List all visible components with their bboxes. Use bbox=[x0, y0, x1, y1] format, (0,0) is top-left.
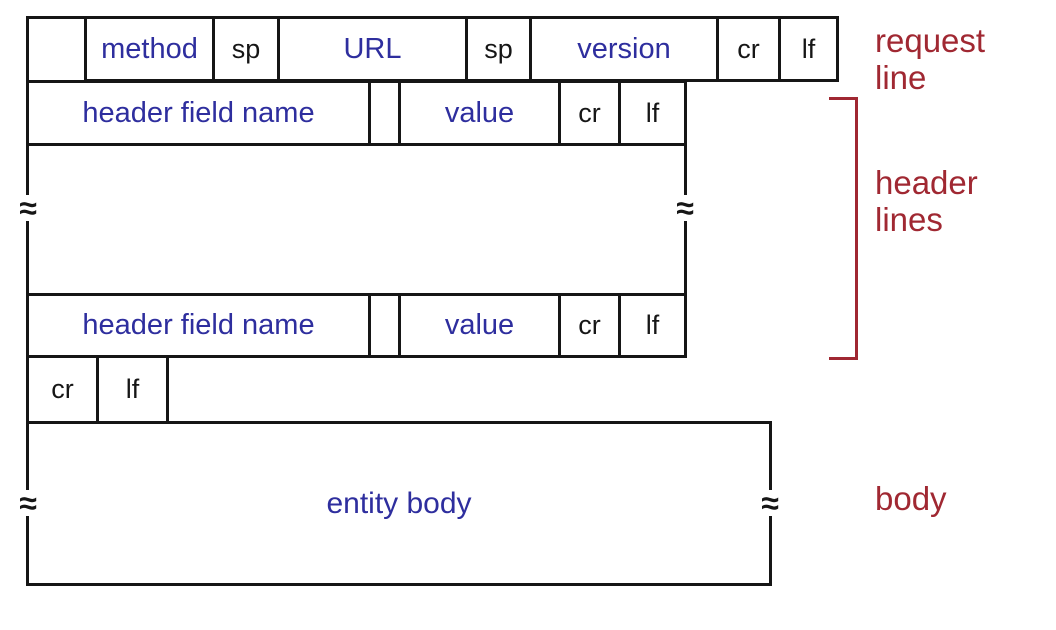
header-lines-annotation-line1: header bbox=[875, 164, 978, 201]
cell-lf-request: lf bbox=[778, 16, 839, 82]
header-lines-annotation: header lines bbox=[875, 164, 978, 238]
cell-lf-blank-line: lf bbox=[96, 355, 169, 424]
body-annotation: body bbox=[875, 480, 947, 517]
cell-header-field-name-2: header field name bbox=[26, 293, 371, 358]
cell-cr-blank-line: cr bbox=[26, 355, 99, 424]
cell-cr-header-1: cr bbox=[558, 80, 621, 146]
header-lines-annotation-line2: lines bbox=[875, 201, 943, 238]
header-lines-bracket-vertical bbox=[855, 97, 858, 360]
cell-value-1: value bbox=[398, 80, 561, 146]
cell-header-field-name-1: header field name bbox=[26, 80, 371, 146]
request-line-annotation: request line bbox=[875, 22, 985, 96]
cell-cr-request: cr bbox=[716, 16, 781, 82]
body-annotation-line1: body bbox=[875, 480, 947, 517]
cell-sp-2: sp bbox=[465, 16, 532, 82]
cell-header-separator-1 bbox=[368, 80, 401, 146]
request-line-annotation-line1: request bbox=[875, 22, 986, 59]
header-lines-continuation-box bbox=[26, 143, 687, 296]
cell-sp-1: sp bbox=[212, 16, 280, 82]
request-line-left-notch bbox=[26, 16, 87, 82]
break-mark-icon: ≈ bbox=[18, 190, 38, 226]
break-mark-icon: ≈ bbox=[675, 190, 695, 226]
cell-header-separator-2 bbox=[368, 293, 401, 358]
cell-url: URL bbox=[277, 16, 468, 82]
break-mark-icon: ≈ bbox=[760, 485, 780, 521]
cell-lf-header-2: lf bbox=[618, 293, 687, 358]
cell-value-2: value bbox=[398, 293, 561, 358]
cell-version: version bbox=[529, 16, 719, 82]
cell-lf-header-1: lf bbox=[618, 80, 687, 146]
break-mark-icon: ≈ bbox=[18, 485, 38, 521]
cell-cr-header-2: cr bbox=[558, 293, 621, 358]
cell-method: method bbox=[84, 16, 215, 82]
request-line-annotation-line2: line bbox=[875, 59, 927, 96]
header-lines-bracket-bottom-arm bbox=[829, 357, 858, 360]
header-lines-bracket-top-arm bbox=[829, 97, 858, 100]
entity-body-box: entity body bbox=[26, 421, 772, 586]
